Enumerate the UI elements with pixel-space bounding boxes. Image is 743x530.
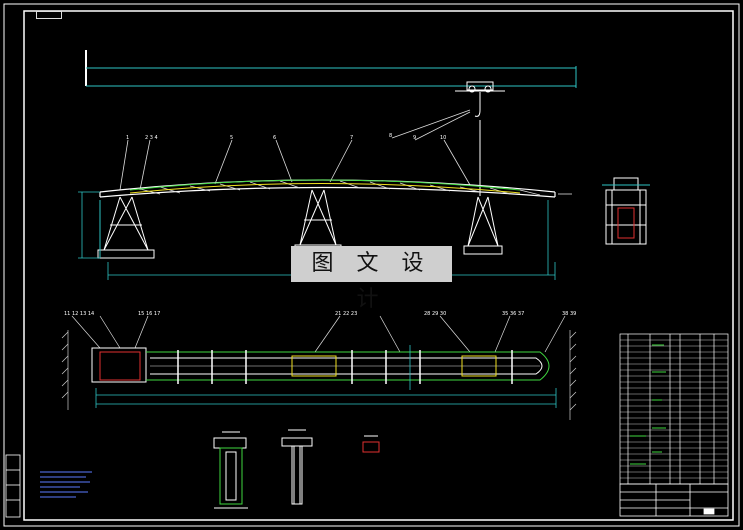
- side-view: [602, 177, 650, 245]
- parts-list-text: [630, 344, 666, 465]
- svg-text:2 3 4: 2 3 4: [145, 135, 158, 141]
- right-wall-hatch: [569, 330, 577, 420]
- right-support-tower: [463, 196, 503, 255]
- crane-hook-icon: [474, 92, 481, 196]
- svg-text:1: 1: [126, 135, 129, 141]
- overhead-rail: [85, 50, 577, 88]
- svg-text:8: 8: [389, 133, 392, 139]
- side-revision-block: [5, 454, 21, 518]
- svg-text:38 39: 38 39: [562, 311, 576, 317]
- title-block: [619, 483, 729, 517]
- trolley-icon: [455, 81, 505, 93]
- svg-text:7: 7: [350, 135, 353, 141]
- parts-list-table: [619, 333, 729, 485]
- plan-dimensions: [95, 345, 557, 408]
- left-support-tower: [97, 196, 155, 259]
- main-boom: [99, 179, 556, 198]
- plan-leader-labels: 11 12 13 14 15 16 17 21 22 23 28 29 30 3…: [64, 311, 576, 317]
- section-a-a: [213, 431, 248, 509]
- parts-list-rows: [620, 339, 728, 479]
- svg-text:5: 5: [230, 135, 233, 141]
- left-wall-hatch: [61, 330, 69, 410]
- boom-truss-web: [139, 180, 541, 196]
- plan-cross-members: [177, 350, 513, 384]
- technical-notes: [40, 471, 92, 498]
- boom-accent-lines: [129, 179, 521, 194]
- svg-text:10: 10: [440, 135, 446, 141]
- detail-c: [362, 435, 380, 453]
- svg-text:35 36 37: 35 36 37: [502, 311, 524, 317]
- svg-text:9: 9: [413, 135, 416, 141]
- plan-leader-lines: [71, 315, 566, 353]
- drawing-number-tag: [36, 11, 62, 19]
- leader-lines-top: [119, 109, 572, 195]
- svg-text:6: 6: [273, 135, 276, 141]
- svg-text:15 16 17: 15 16 17: [138, 311, 160, 317]
- center-support-tower: [294, 189, 342, 252]
- plan-beam: [91, 347, 550, 383]
- watermark-banner: 图 文 设 计: [291, 246, 452, 312]
- outer-border: [3, 3, 740, 527]
- inner-border: [23, 10, 734, 521]
- svg-text:28 29 30: 28 29 30: [424, 311, 446, 317]
- svg-text:21 22 23: 21 22 23: [335, 311, 357, 317]
- svg-text:11 12 13 14: 11 12 13 14: [64, 311, 94, 317]
- leader-labels-top: 1 2 3 4 5 6 7 8 9 10: [126, 133, 446, 141]
- section-b: [281, 429, 313, 505]
